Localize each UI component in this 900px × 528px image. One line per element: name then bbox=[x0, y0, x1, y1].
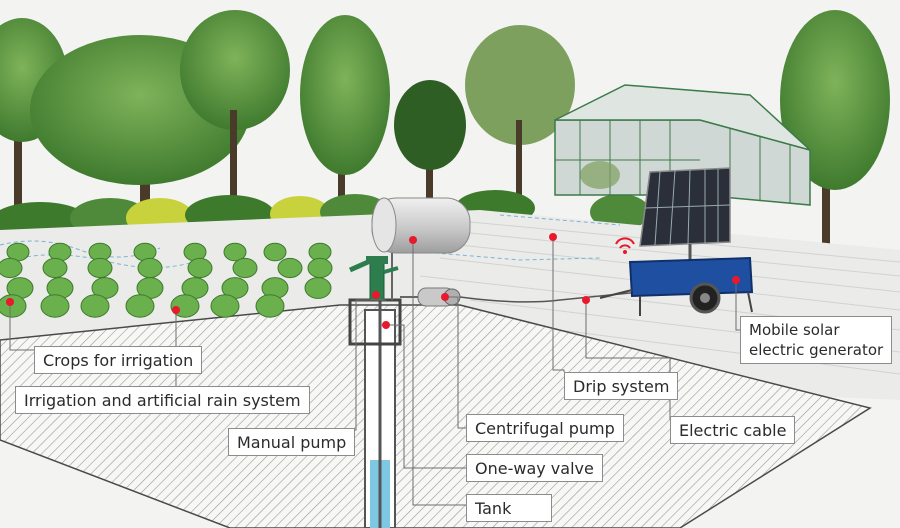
ground-cutaway bbox=[0, 304, 872, 528]
label-tank: Tank bbox=[466, 494, 552, 522]
water-tank bbox=[371, 197, 471, 300]
label-drip-system: Drip system bbox=[564, 372, 679, 400]
crop-bush bbox=[307, 257, 333, 279]
crop-bush bbox=[277, 257, 303, 279]
crop-bush bbox=[0, 294, 27, 318]
crop-bush bbox=[0, 257, 23, 279]
label-electric-cable: Electric cable bbox=[670, 416, 796, 444]
crop-bush bbox=[80, 294, 110, 318]
label-one-way-valve: One-way valve bbox=[466, 454, 603, 482]
solar-generator bbox=[599, 167, 754, 316]
well-shaft bbox=[348, 298, 402, 528]
crop-bush bbox=[255, 294, 285, 318]
manual-pump bbox=[348, 256, 399, 301]
crop-bush bbox=[137, 257, 163, 279]
electric-cable-line bbox=[459, 291, 641, 303]
label-centrifugal-pump: Centrifugal pump bbox=[466, 414, 624, 442]
label-irrigation-system: Irrigation and artificial rain system bbox=[15, 386, 310, 414]
label-crops-for-irrigation: Crops for irrigation bbox=[34, 346, 203, 374]
crop-bush bbox=[42, 257, 68, 279]
crops bbox=[0, 242, 333, 318]
label-generator-line1: Mobile solar bbox=[749, 321, 840, 339]
label-generator-line2: electric generator bbox=[749, 341, 884, 359]
crop-bush bbox=[210, 294, 240, 318]
sprinkler-lines bbox=[0, 214, 621, 268]
crop-bush bbox=[232, 257, 258, 279]
crop-bush bbox=[223, 242, 247, 262]
label-mobile-solar-generator: Mobile solar electric generator bbox=[740, 316, 893, 364]
crop-bush bbox=[40, 294, 70, 318]
crop-bush bbox=[125, 294, 155, 318]
background-trees bbox=[0, 10, 890, 260]
crop-bush bbox=[263, 242, 287, 262]
crop-bush bbox=[187, 257, 213, 279]
label-markers bbox=[6, 233, 740, 329]
crop-bush bbox=[87, 257, 113, 279]
crop-bush bbox=[304, 277, 332, 299]
label-manual-pump: Manual pump bbox=[228, 428, 356, 456]
